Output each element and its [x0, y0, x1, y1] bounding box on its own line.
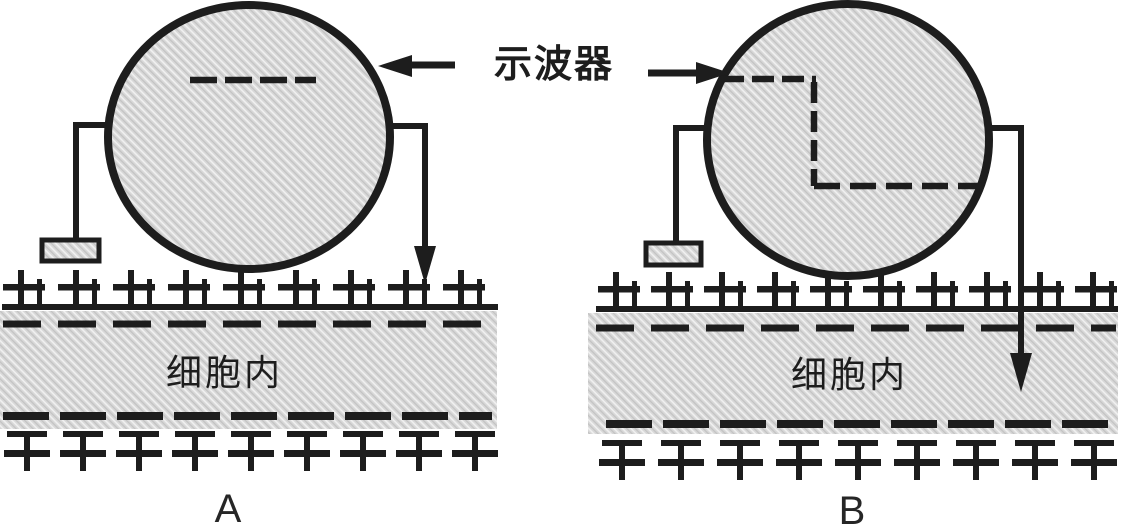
outer-positive-charges-bottom-b: [599, 440, 1117, 480]
membrane-outer-a: [2, 270, 498, 310]
reference-electrode-a: [39, 122, 110, 264]
oscilloscope-label: 示波器: [494, 44, 615, 86]
outer-positive-charges-bottom-a: [4, 431, 498, 471]
microelectrode-b: [985, 125, 1032, 392]
oscilloscope-pointer-arrow-a: [378, 55, 455, 77]
outer-positive-charges-a: [3, 270, 485, 308]
oscilloscope-screen-a: [104, 1, 394, 273]
panel-a-label: A: [214, 487, 242, 525]
intracellular-band-a: [0, 311, 497, 429]
microelectrode-a: [388, 123, 436, 284]
membrane-outer-b: [596, 272, 1118, 312]
reference-electrode-b: [643, 125, 708, 268]
intracellular-band-b: [588, 313, 1118, 434]
panel-b-label: B: [838, 489, 866, 525]
intracellular-label-b: 细胞内: [791, 354, 909, 395]
oscilloscope-pointer-arrow-b: [648, 62, 730, 84]
microelectrode-arrow-a: [414, 246, 436, 284]
trace-step-b: [722, 75, 982, 190]
microelectrode-arrow-b: [1010, 353, 1032, 392]
oscilloscope-screen-b: [703, 0, 993, 280]
intracellular-label-a: 细胞内: [166, 352, 284, 393]
